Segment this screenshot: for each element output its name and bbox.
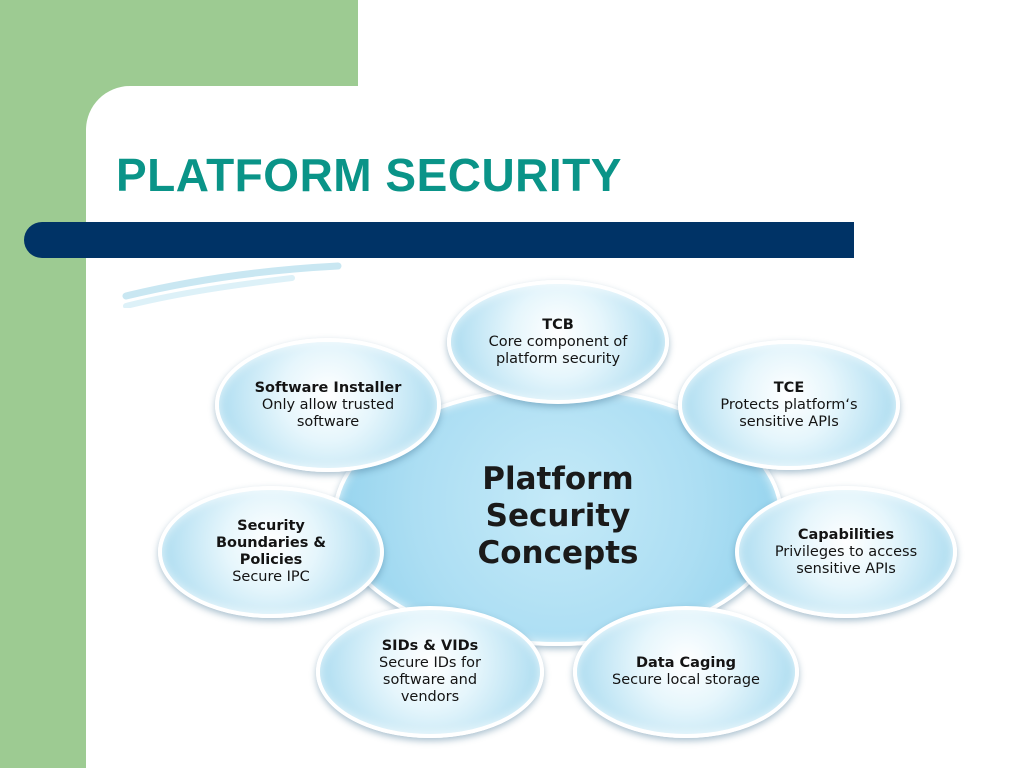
node-capabilities: Capabilities Privileges to access sensit… bbox=[735, 486, 957, 618]
node-capabilities-desc: Privileges to access sensitive APIs bbox=[774, 543, 918, 577]
node-tce: TCE Protects platform‘s sensitive APIs bbox=[678, 340, 900, 470]
node-data-caging-desc: Secure local storage bbox=[612, 672, 760, 688]
node-tce-title: TCE bbox=[773, 379, 805, 396]
node-security-boundaries: Security Boundaries & Policies Secure IP… bbox=[158, 486, 384, 618]
node-capabilities-title: Capabilities bbox=[797, 526, 895, 543]
node-sids-vids-title: SIDs & VIDs bbox=[381, 638, 479, 654]
node-software-installer-title: Software Installer bbox=[254, 379, 402, 396]
title-underline-bar bbox=[24, 222, 854, 258]
node-security-boundaries-title: Security Boundaries & Policies bbox=[215, 518, 327, 568]
node-data-caging-title: Data Caging bbox=[635, 655, 737, 671]
node-software-installer: Software Installer Only allow trusted so… bbox=[215, 338, 441, 472]
decorative-swoosh bbox=[122, 262, 342, 308]
center-node-label: Platform Security Concepts bbox=[477, 460, 639, 571]
slide-title: PLATFORM SECURITY bbox=[116, 149, 622, 201]
node-tce-desc: Protects platform‘s sensitive APIs bbox=[720, 396, 858, 430]
node-tcb: TCB Core component of platform security bbox=[447, 280, 669, 404]
node-security-boundaries-desc: Secure IPC bbox=[232, 569, 310, 585]
node-tcb-desc: Core component of platform security bbox=[488, 333, 628, 367]
node-tcb-title: TCB bbox=[542, 316, 574, 333]
node-software-installer-desc: Only allow trusted software bbox=[261, 396, 395, 430]
concepts-diagram: Platform Security Concepts TCB Core comp… bbox=[150, 268, 980, 768]
node-data-caging: Data Caging Secure local storage bbox=[573, 606, 799, 738]
node-sids-vids: SIDs & VIDs Secure IDs for software and … bbox=[316, 606, 544, 738]
node-sids-vids-desc: Secure IDs for software and vendors bbox=[378, 655, 481, 705]
